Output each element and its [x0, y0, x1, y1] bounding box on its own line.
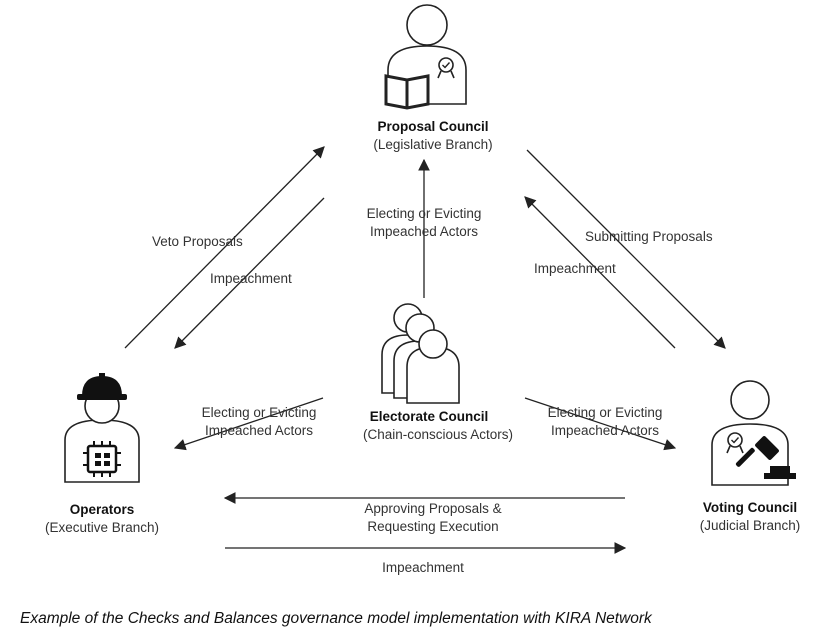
group-icon [381, 303, 460, 404]
approving-label-2: Requesting Execution [367, 519, 498, 534]
impeachment-left-arrow [174, 197, 325, 349]
chip-icon [83, 441, 121, 477]
submitting-arrow [526, 149, 726, 349]
elect-left-arrow [173, 397, 324, 451]
elect-left-label-2: Impeached Actors [205, 423, 313, 438]
voting-council-icon [711, 380, 796, 486]
proposal-council-title: Proposal Council [377, 119, 488, 134]
gavel-icon [735, 436, 796, 479]
impeachment-right-arrow [524, 196, 676, 349]
impeachment-right-label: Impeachment [534, 261, 616, 276]
elect-right-arrow [524, 397, 677, 451]
elect-right-label-2: Impeached Actors [551, 423, 659, 438]
electorate-council-title: Electorate Council [370, 409, 489, 424]
impeachment-bottom-label: Impeachment [382, 560, 464, 575]
voting-council-subtitle: (Judicial Branch) [700, 518, 801, 533]
submitting-label: Submitting Proposals [585, 229, 713, 244]
badge-icon [437, 57, 455, 79]
proposal-council-subtitle: (Legislative Branch) [373, 137, 492, 152]
veto-arrow [124, 146, 325, 349]
elect-top-label-2: Impeached Actors [370, 224, 478, 239]
elect-top-label-1: Electing or Evicting [367, 206, 482, 221]
figure-caption: Example of the Checks and Balances gover… [20, 610, 653, 627]
elect-right-label-1: Electing or Evicting [548, 405, 663, 420]
operators-subtitle: (Executive Branch) [45, 520, 159, 535]
electorate-council-subtitle: (Chain-conscious Actors) [363, 427, 513, 442]
book-icon [384, 74, 430, 110]
badge-icon [726, 432, 744, 454]
approving-label-1: Approving Proposals & [364, 501, 501, 516]
proposal-council-icon [384, 4, 467, 110]
impeachment-left-label: Impeachment [210, 271, 292, 286]
veto-label: Veto Proposals [152, 234, 243, 249]
operators-icon [64, 373, 140, 483]
operators-title: Operators [70, 502, 135, 517]
voting-council-title: Voting Council [703, 500, 797, 515]
elect-left-label-1: Electing or Evicting [202, 405, 317, 420]
hard-hat-icon [77, 373, 127, 400]
